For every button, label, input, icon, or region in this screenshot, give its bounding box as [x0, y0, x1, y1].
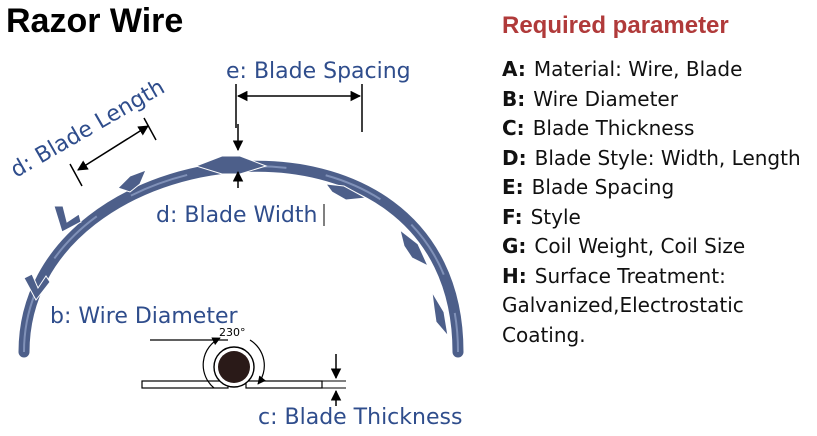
blade-spacing-label: e: Blade Spacing	[226, 59, 411, 84]
parameter-continuation: Galvanized,Electrostatic	[502, 293, 744, 317]
blade	[431, 291, 449, 338]
parameter-key: D:	[502, 145, 527, 170]
blade	[23, 273, 51, 301]
parameter-key: F:	[502, 204, 523, 229]
blade-group	[23, 155, 449, 338]
parameter-text: Surface Treatment:	[534, 263, 726, 288]
blade-strip-right	[245, 380, 323, 389]
cross-section: 230°	[141, 326, 323, 389]
length-dimension-line	[77, 125, 149, 171]
angle-label: 230°	[219, 326, 246, 339]
parameters-heading: Required parameter	[502, 12, 729, 39]
blade	[117, 169, 147, 193]
parameter-continuation: Coating.	[502, 322, 586, 347]
parameter-key: C:	[502, 116, 525, 140]
parameter-key: A:	[502, 57, 526, 81]
length-extension-right	[143, 117, 157, 141]
parameter-key: B:	[502, 86, 526, 111]
parameter-key: E:	[502, 175, 524, 199]
wire-core	[218, 351, 250, 383]
wire-diameter-label: b: Wire Diameter	[50, 304, 239, 329]
parameter-text: Style	[530, 204, 581, 229]
angle-arc-right	[249, 339, 266, 385]
blade	[53, 205, 82, 233]
parameter-text: Blade Style: Width, Length	[534, 145, 801, 170]
angle-arc-left	[202, 337, 221, 389]
blade-thickness-label: c: Blade Thickness	[258, 405, 462, 430]
blade	[194, 155, 268, 175]
blade	[399, 228, 430, 268]
parameter-text: Blade Spacing	[531, 175, 675, 199]
blade	[324, 183, 368, 201]
blade-strip-left	[141, 380, 229, 389]
parameter-item: D: Blade Style: Width, Length	[502, 144, 812, 174]
parameter-item: H: Surface Treatment:	[502, 262, 812, 292]
parameter-item: E: Blade Spacing	[502, 173, 812, 203]
parameter-text: Blade Thickness	[532, 116, 695, 140]
parameter-item: C: Blade Thickness	[502, 114, 812, 144]
parameter-text: Coil Weight, Coil Size	[534, 234, 746, 258]
blade-width-label: d: Blade Width	[156, 203, 317, 228]
parameter-key: H:	[502, 263, 527, 288]
parameter-key: G:	[502, 234, 527, 258]
parameter-text: Material: Wire, Blade	[533, 57, 743, 81]
length-extension-left	[69, 163, 83, 187]
page-title: Razor Wire	[6, 2, 184, 40]
parameter-text: Wire Diameter	[533, 86, 678, 111]
parameter-item: B: Wire Diameter	[502, 85, 812, 115]
parameter-item: A: Material: Wire, Blade	[502, 55, 812, 85]
parameter-item: G: Coil Weight, Coil Size	[502, 232, 812, 262]
blade-length-label: d: Blade Length	[7, 75, 170, 183]
parameters-list: A:Material: Wire, Blade B:Wire Diameter …	[502, 55, 812, 350]
parameter-item: F: Style	[502, 203, 812, 233]
